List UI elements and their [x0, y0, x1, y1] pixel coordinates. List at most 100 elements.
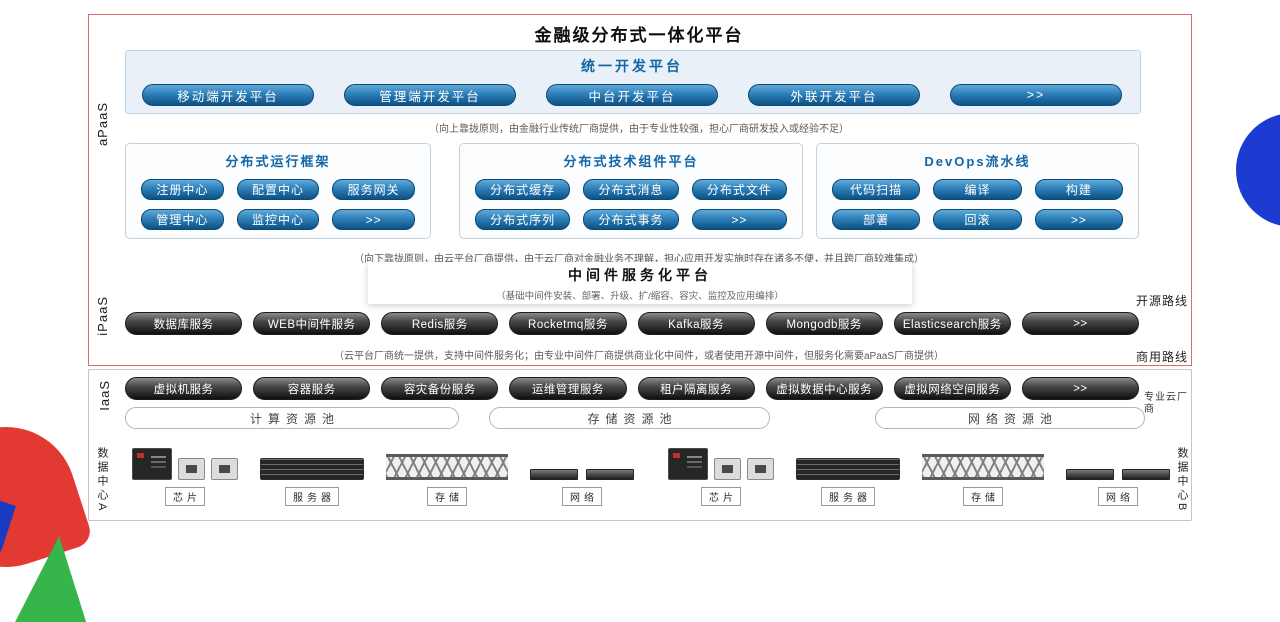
network-image [530, 448, 634, 480]
decor-blue-circle [1236, 113, 1280, 227]
note-mid: （向下靠拢原则，由云平台厂商提供，由于云厂商对金融业务不理解，担心应用开发实施时… [354, 254, 924, 265]
decor-red-shape [0, 408, 95, 586]
switch-pair [1066, 469, 1170, 480]
server-group: 服务器 [260, 448, 364, 506]
storage-image [386, 448, 508, 480]
note-bottom: （云平台厂商统一提供，支持中间件服务化；由专业中间件厂商提供商业化中间件，或者使… [333, 351, 945, 362]
panel-row: 部署 回滚 >> [817, 209, 1138, 230]
storage-resource-pool: 存储资源池 [489, 407, 770, 429]
chip-small-icon [178, 458, 205, 480]
chip-group: 芯片 [668, 448, 774, 506]
panel-row: 注册中心 配置中心 服务网关 [126, 179, 430, 200]
hw-label-chip: 芯片 [165, 487, 205, 506]
panel-row: 分布式缓存 分布式消息 分布式文件 [460, 179, 802, 200]
hw-label-server: 服务器 [821, 487, 875, 506]
network-group: 网络 [1066, 448, 1170, 506]
hw-label-storage: 存储 [427, 487, 467, 506]
datacenter-b-hardware: 芯片 服务器 存储 网络 [668, 448, 1170, 506]
hw-label-network: 网络 [562, 487, 602, 506]
hw-label-server: 服务器 [285, 487, 339, 506]
professional-cloud-vendor-label: 专业云厂商 [1144, 392, 1188, 415]
panel-row: 管理中心 监控中心 >> [126, 209, 430, 230]
datacenter-b-label: 数据中心B [1176, 447, 1188, 514]
unified-dev-title: 统一开发平台 [581, 58, 683, 74]
route-open-source-label: 开源路线 [1135, 294, 1188, 308]
compute-resource-pool: 计算资源池 [125, 407, 459, 429]
node-management-center: 管理中心 [141, 209, 224, 230]
panel-distributed-runtime: 分布式运行框架 注册中心 配置中心 服务网关 管理中心 监控中心 >> [125, 143, 431, 239]
unified-dev-buttons: 移动端开发平台 管理端开发平台 中台开发平台 外联开发平台 >> [142, 84, 1122, 106]
node-distributed-cache: 分布式缓存 [475, 179, 571, 200]
chip-image [132, 448, 238, 480]
middleware-subtitle: （基础中间件安装、部署、升级、扩/缩容、容灾、监控及应用编排） [496, 290, 784, 302]
layer-label-iaas: IaaS [97, 380, 112, 411]
network-switch-icon [586, 469, 634, 480]
node-mobile-dev-platform: 移动端开发平台 [142, 84, 314, 106]
service-tenant-isolation: 租户隔离服务 [637, 377, 755, 400]
node-distributed-message: 分布式消息 [583, 179, 679, 200]
service-disaster-backup: 容灾备份服务 [381, 377, 499, 400]
node-compile: 编译 [933, 179, 1022, 200]
service-virtual-machine: 虚拟机服务 [125, 377, 243, 400]
route-commercial-label: 商用路线 [1135, 350, 1188, 364]
storage-rack-icon [922, 454, 1044, 480]
service-kafka: Kafka服务 [637, 312, 755, 335]
service-database: 数据库服务 [125, 312, 243, 335]
middleware-service-platform: 中间件服务化平台 （基础中间件安装、部署、升级、扩/缩容、容灾、监控及应用编排） [368, 262, 912, 304]
service-redis: Redis服务 [381, 312, 499, 335]
chip-large-icon [132, 448, 172, 480]
server-rack-icon [260, 458, 364, 480]
node-config-center: 配置中心 [236, 179, 320, 200]
middleware-title: 中间件服务化平台 [568, 266, 712, 283]
platform-title: 金融级分布式一体化平台 [534, 26, 744, 45]
iaas-service-row: 虚拟机服务 容器服务 容灾备份服务 运维管理服务 租户隔离服务 虚拟数据中心服务… [125, 377, 1139, 400]
service-web-middleware: WEB中间件服务 [253, 312, 371, 335]
panel-row: 分布式序列 分布式事务 >> [460, 209, 802, 230]
service-elasticsearch: Elasticsearch服务 [893, 312, 1011, 335]
node-runtime-more: >> [332, 209, 416, 230]
hw-label-chip: 芯片 [701, 487, 741, 506]
datacenter-a-hardware: 芯片 服务器 存储 网络 [132, 448, 634, 506]
node-external-dev-platform: 外联开发平台 [748, 84, 920, 106]
node-monitor-center: 监控中心 [236, 209, 320, 230]
hw-label-network: 网络 [1098, 487, 1138, 506]
node-admin-dev-platform: 管理端开发平台 [344, 84, 516, 106]
chip-group: 芯片 [132, 448, 238, 506]
node-distributed-transaction: 分布式事务 [583, 209, 679, 230]
chip-image [668, 448, 774, 480]
chip-small-icon [747, 458, 774, 480]
network-switch-icon [1122, 469, 1170, 480]
chip-large-icon [668, 448, 708, 480]
service-ipaas-more: >> [1021, 312, 1139, 335]
node-rollback: 回滚 [933, 209, 1022, 230]
node-distributed-file: 分布式文件 [691, 179, 787, 200]
service-rocketmq: Rocketmq服务 [509, 312, 627, 335]
panel-row: 代码扫描 编译 构建 [817, 179, 1138, 200]
server-group: 服务器 [796, 448, 900, 506]
service-virtual-datacenter: 虚拟数据中心服务 [765, 377, 883, 400]
server-rack-icon [796, 458, 900, 480]
layer-label-ipaas: iPaaS [95, 296, 110, 336]
datacenter-a-label: 数据中心A [96, 447, 108, 514]
switch-pair [530, 469, 634, 480]
storage-group: 存储 [922, 448, 1044, 506]
service-ops-management: 运维管理服务 [509, 377, 627, 400]
node-build: 构建 [1034, 179, 1123, 200]
node-devops-more: >> [1034, 209, 1123, 230]
panel-title-devops: DevOps流水线 [924, 154, 1031, 169]
service-virtual-network-space: 虚拟网络空间服务 [893, 377, 1011, 400]
node-code-scan: 代码扫描 [832, 179, 921, 200]
network-group: 网络 [530, 448, 634, 506]
node-distributed-sequence: 分布式序列 [475, 209, 571, 230]
node-deploy: 部署 [832, 209, 921, 230]
node-dev-more: >> [950, 84, 1122, 106]
storage-image [922, 448, 1044, 480]
node-midend-dev-platform: 中台开发平台 [546, 84, 718, 106]
ipaas-service-row: 数据库服务 WEB中间件服务 Redis服务 Rocketmq服务 Kafka服… [125, 312, 1139, 335]
panel-title-distributed-runtime: 分布式运行框架 [225, 154, 331, 169]
panel-devops-pipeline: DevOps流水线 代码扫描 编译 构建 部署 回滚 >> [816, 143, 1139, 239]
server-image [796, 448, 900, 480]
node-registry-center: 注册中心 [141, 179, 224, 200]
service-iaas-more: >> [1021, 377, 1139, 400]
